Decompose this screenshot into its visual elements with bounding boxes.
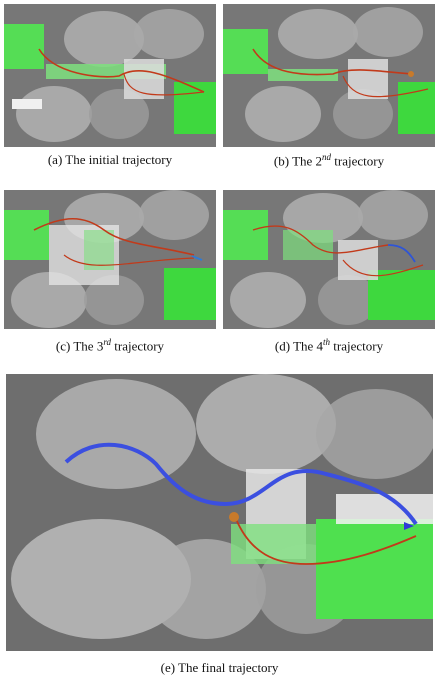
robot-marker xyxy=(229,512,239,522)
panel-d-image xyxy=(223,190,435,329)
panel-b-image xyxy=(223,4,435,147)
panel-a-scene xyxy=(4,4,216,147)
panel-a-image xyxy=(4,4,216,147)
voxel-region xyxy=(174,82,216,134)
trajectory-red xyxy=(252,48,414,76)
panel-b-scene xyxy=(223,4,435,147)
voxel-region xyxy=(4,210,49,260)
voxel-region xyxy=(164,268,216,320)
caption-b-ordinal: nd xyxy=(322,152,332,162)
voxel-region xyxy=(368,270,435,320)
panel-e-image xyxy=(6,374,433,651)
caption-a-text: (a) The initial trajectory xyxy=(47,152,173,167)
trajectory-blue xyxy=(387,244,416,263)
caption-b-text: (b) The 2 xyxy=(273,153,323,169)
panel-c-scene xyxy=(4,190,216,329)
voxel-region xyxy=(398,82,435,134)
caption-d: (d) The 4th trajectory xyxy=(223,337,435,354)
panel-e-scene xyxy=(6,374,433,651)
voxel-region xyxy=(223,210,268,260)
trajectory-red xyxy=(33,218,195,256)
caption-e: (e) The final trajectory xyxy=(0,660,439,676)
caption-d-text: (d) The 4 xyxy=(274,338,324,354)
caption-d-ordinal: th xyxy=(323,337,331,347)
caption-c: (c) The 3rd trajectory xyxy=(4,337,216,354)
caption-b: (b) The 2nd trajectory xyxy=(223,152,435,169)
robot-marker xyxy=(408,71,414,77)
caption-b-suffix: trajectory xyxy=(331,153,385,169)
trajectory-blue xyxy=(64,442,418,526)
trajectory-red xyxy=(235,518,417,565)
goal-marker xyxy=(404,522,414,530)
panel-c-image xyxy=(4,190,216,329)
caption-c-suffix: trajectory xyxy=(111,338,165,354)
trajectory-red xyxy=(38,48,205,93)
caption-c-text: (c) The 3 xyxy=(55,338,104,354)
voxel-region xyxy=(4,24,44,69)
trajectory-red xyxy=(252,225,389,254)
caption-d-suffix: trajectory xyxy=(330,338,384,354)
caption-e-text: (e) The final trajectory xyxy=(160,660,279,675)
voxel-region xyxy=(316,519,433,619)
panel-d-scene xyxy=(223,190,435,329)
caption-a: (a) The initial trajectory xyxy=(4,152,216,168)
voxel-region xyxy=(223,29,268,74)
caption-c-ordinal: rd xyxy=(103,337,111,347)
trajectory-blue xyxy=(191,255,203,261)
